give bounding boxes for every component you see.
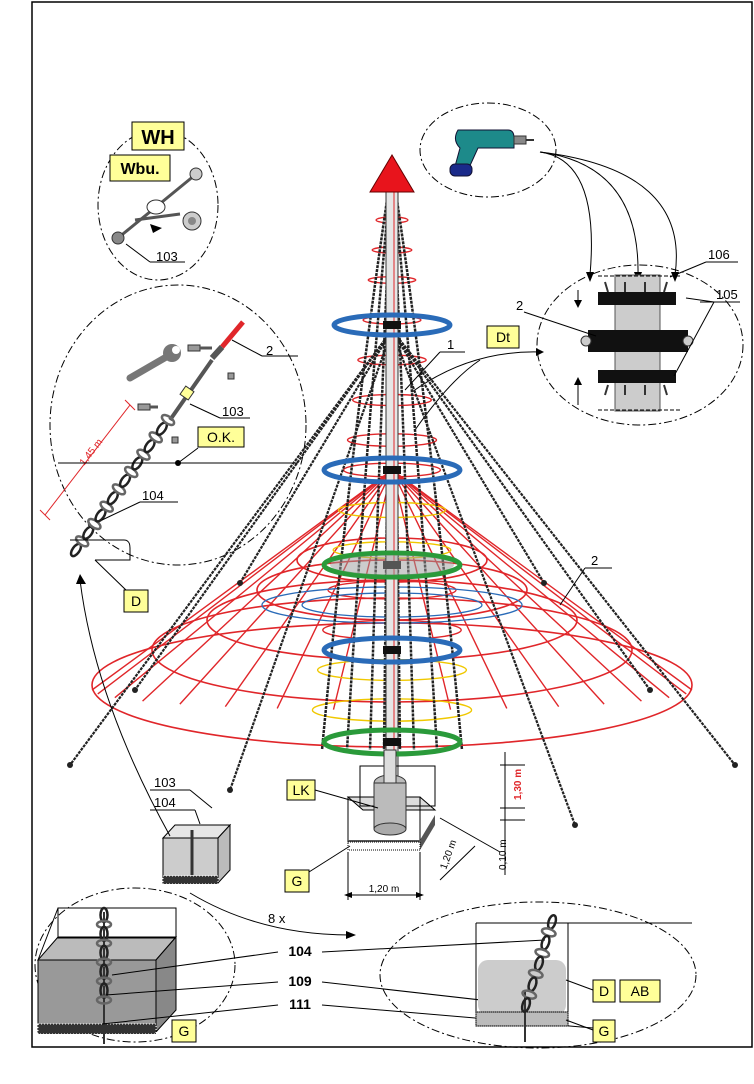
label-103-top: 103 (156, 249, 178, 264)
label-wbu: Wbu. (120, 161, 159, 178)
drawing-frame (31, 1, 753, 1048)
rope-pyramid (67, 189, 738, 828)
label-103-anchor: 103 (154, 775, 176, 790)
detail-clamp: 106 105 2 (516, 247, 744, 426)
label-111: 111 (289, 996, 311, 1012)
label-104-anchor: 104 (154, 795, 176, 810)
drill-icon (449, 129, 534, 177)
label-dt: Dt (496, 329, 510, 345)
label-g-bl: G (179, 1023, 190, 1039)
turnbuckle-icon (111, 167, 203, 245)
dim-height: 1,30 m (513, 769, 524, 800)
label-times8: 8 x (268, 911, 286, 926)
label-106: 106 (708, 247, 730, 262)
dim-width-b: 1,20 m (438, 839, 459, 871)
label-lk: LK (292, 782, 310, 798)
label-box-wh (131, 121, 185, 151)
label-g-center: G (292, 873, 303, 889)
label-103-chain: 103 (222, 404, 244, 419)
pyramid-top-cap (369, 154, 415, 193)
dim-depth: 0,10 m (498, 839, 509, 870)
label-g-br: G (599, 1023, 610, 1039)
label-d-chain: D (131, 593, 141, 609)
label-ab: AB (631, 983, 650, 999)
detail-anchor-section (379, 901, 697, 1049)
label-105: 105 (716, 287, 738, 302)
bolt-icon (137, 344, 235, 444)
leader-lines-bottom (101, 939, 594, 1029)
detail-wh: WH Wbu. 103 (97, 121, 219, 281)
label-wh: WH (141, 127, 174, 149)
label-d-bottom: D (599, 983, 609, 999)
label-2-net: 2 (591, 553, 598, 568)
central-foundation (346, 749, 437, 851)
anchor-foundation (161, 823, 232, 885)
label-2-clamp: 2 (516, 298, 523, 313)
dim-lines-center (347, 752, 525, 900)
label-2-chain: 2 (266, 343, 273, 358)
wrench-icon (126, 344, 181, 382)
chain-icon (69, 413, 176, 558)
detail-chain: 1,45 m O.K. 2 103 104 D (39, 284, 307, 613)
detail-drill (419, 102, 557, 198)
drill-arrows (539, 151, 677, 276)
label-104-chain: 104 (142, 488, 164, 503)
label-1: 1 (447, 337, 454, 352)
label-ok: O.K. (207, 429, 235, 445)
label-box-wbu (109, 154, 171, 182)
label-109: 109 (288, 973, 312, 989)
label-104-bottom: 104 (288, 943, 312, 959)
dim-width-a: 1,20 m (369, 884, 400, 895)
